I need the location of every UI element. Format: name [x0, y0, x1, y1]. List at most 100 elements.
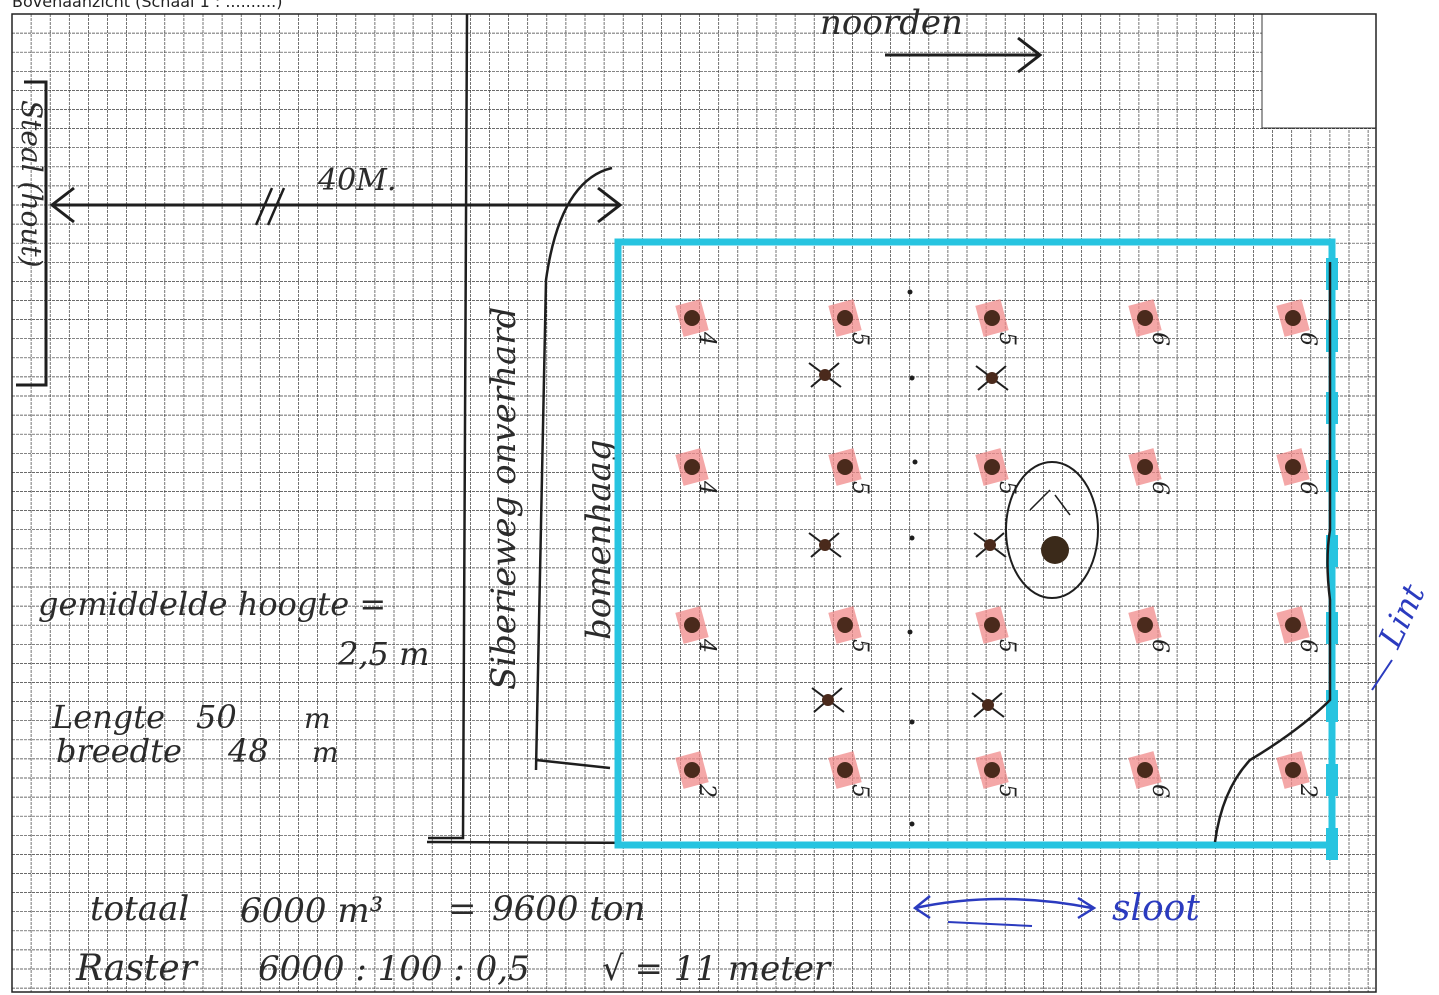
sample-point: [684, 617, 700, 633]
sample-point-label: 6: [1147, 639, 1172, 653]
sample-point-label: 6: [1147, 784, 1172, 798]
grid-label: Raster: [75, 948, 199, 989]
small-dot: [909, 375, 915, 381]
total-weight: 9600 ton: [492, 889, 645, 929]
sample-point-label: 5: [994, 332, 1019, 346]
length-label: Lengte: [51, 698, 165, 736]
length-value: 50: [196, 698, 237, 736]
ditch-arrow: [912, 895, 1097, 927]
sample-point: [984, 310, 1000, 326]
distance-arrow: [49, 186, 623, 226]
sample-point: [837, 459, 853, 475]
total-label: totaal: [90, 889, 189, 929]
x-mark-point: [819, 369, 831, 381]
north-arrow: [885, 36, 1043, 74]
ribbon-dash: [1326, 392, 1338, 424]
side-label: Steal (hout): [15, 100, 48, 268]
ribbon-label: Lint: [1370, 578, 1432, 654]
sample-point-label: 5: [994, 481, 1019, 495]
sample-point-label: 6: [1295, 332, 1320, 346]
sample-point-label: 6: [1295, 639, 1320, 653]
small-dot: [907, 629, 913, 635]
x-mark-point: [822, 694, 834, 706]
sample-point: [1285, 762, 1301, 778]
sample-point-label: 5: [847, 332, 872, 346]
sample-point: [684, 459, 700, 475]
grid-result: √ = 11 meter: [602, 949, 832, 989]
sample-markers: 4 5 5 6 6 4 5 5 6 6 4 5 5 6 6 2 5 5 6 2: [675, 299, 1320, 798]
width-unit: m: [312, 736, 339, 769]
ribbon-dash: [1326, 320, 1338, 352]
length-unit: m: [304, 702, 331, 735]
center-pile-circle: [1005, 461, 1099, 599]
page-caption: Bovenaanzicht (Schaal 1 : ..........): [12, 0, 283, 11]
sample-point-label: 4: [694, 480, 719, 495]
sample-point: [1137, 459, 1153, 475]
distance-label: 40M.: [317, 163, 396, 198]
ribbon-dash: [1326, 258, 1338, 290]
sample-point-label: 5: [847, 784, 872, 798]
side-bracket: [16, 80, 48, 387]
ribbon-tick: [1371, 659, 1393, 691]
x-mark-point: [819, 539, 831, 551]
sample-point: [837, 617, 853, 633]
small-dot: [909, 535, 915, 541]
ditch-label: sloot: [1112, 888, 1200, 929]
sample-point-label: 4: [694, 331, 719, 346]
sample-point: [1137, 762, 1153, 778]
ribbon-dash: [1326, 690, 1338, 722]
total-equals: =: [448, 889, 477, 929]
north-label: noorden: [820, 3, 963, 43]
small-dot: [907, 289, 913, 295]
sample-point-label: 2: [1295, 783, 1320, 798]
sample-point: [837, 310, 853, 326]
road-label: Siberieweg onverhard: [484, 307, 524, 690]
sample-point: [684, 762, 700, 778]
sample-point-label: 6: [1147, 481, 1172, 495]
ditch-curve: [1213, 262, 1332, 843]
center-pile: [1041, 536, 1069, 564]
sample-point: [1285, 310, 1301, 326]
ribbon-dash: [1326, 612, 1338, 644]
x-mark-point: [984, 539, 996, 551]
sample-point: [837, 762, 853, 778]
sample-point-label: 5: [994, 639, 1019, 653]
ribbon-dash: [1326, 460, 1338, 492]
width-label: breedte: [56, 732, 182, 770]
plot-boundary: [614, 238, 1336, 849]
road-outline: [426, 13, 1328, 848]
sample-point: [684, 310, 700, 326]
sample-point: [1137, 617, 1153, 633]
sample-point: [984, 617, 1000, 633]
sample-point-label: 5: [994, 784, 1019, 798]
blank-corner: [1261, 13, 1377, 129]
sample-point: [1285, 617, 1301, 633]
sample-point-label: 5: [847, 481, 872, 495]
avg-height-value: 2,5 m: [337, 635, 429, 673]
sample-point-label: 5: [847, 639, 872, 653]
sheet-border: [11, 13, 1377, 993]
intermediate-marks: [808, 289, 1009, 827]
ribbon-dash: [1326, 764, 1338, 796]
ribbon-dash: [1326, 828, 1338, 860]
x-mark-point: [982, 699, 994, 711]
small-dot: [912, 459, 918, 465]
sample-point-label: 2: [694, 783, 719, 798]
sample-point: [984, 762, 1000, 778]
sample-point: [1285, 459, 1301, 475]
small-dot: [909, 821, 915, 827]
total-volume: 6000 m³: [240, 891, 383, 931]
sample-point-label: 4: [694, 638, 719, 653]
width-value: 48: [227, 732, 269, 770]
sample-point-label: 6: [1295, 481, 1320, 495]
grid-calc: 6000 : 100 : 0,5: [258, 949, 530, 989]
small-dot: [909, 719, 915, 725]
hedge-label: bomenhaag: [579, 439, 619, 640]
avg-height-label: gemiddelde hoogte =: [38, 585, 386, 623]
x-mark-point: [986, 372, 998, 384]
center-pile-lines: [1029, 489, 1071, 516]
sample-point: [1137, 310, 1153, 326]
sample-point-label: 6: [1147, 332, 1172, 346]
sample-point: [984, 459, 1000, 475]
